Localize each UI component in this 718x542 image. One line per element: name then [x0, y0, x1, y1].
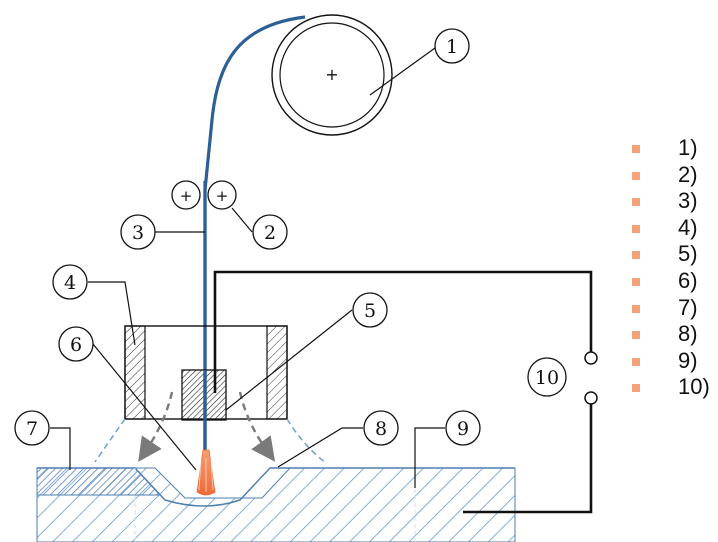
legend-item: 6): [628, 268, 718, 295]
callout-4: 4: [52, 264, 88, 300]
legend-item: 5): [628, 241, 718, 268]
svg-text:3: 3: [132, 222, 144, 244]
legend-label: 6): [678, 267, 698, 293]
callout-3: 3: [120, 214, 156, 250]
legend-label: 9): [678, 347, 698, 373]
legend-label: 4): [678, 214, 698, 240]
feed-rollers: + +: [171, 180, 237, 210]
legend-bullet: [632, 171, 640, 180]
callout-2: 2: [252, 214, 288, 250]
legend-bullet: [632, 198, 640, 207]
legend-bullet: [632, 224, 640, 233]
legend-label: 3): [678, 188, 698, 214]
svg-text:9: 9: [457, 418, 469, 440]
workpiece-surface: [37, 467, 515, 507]
callout-5: 5: [352, 292, 388, 328]
legend-item: 3): [628, 188, 718, 215]
legend-label: 5): [678, 241, 698, 267]
deposited-weld-bead: [36, 467, 162, 496]
legend-bullet: [632, 277, 640, 286]
svg-text:5: 5: [364, 300, 376, 322]
svg-text:7: 7: [26, 418, 38, 440]
svg-text:6: 6: [70, 334, 82, 356]
legend-label: 2): [678, 161, 698, 187]
legend-bullet: [632, 331, 640, 340]
callout-6: 6: [58, 326, 94, 362]
legend-item: 7): [628, 295, 718, 322]
legend-bullet: [632, 251, 640, 260]
legend-item: 8): [628, 321, 718, 348]
power-circuit: [213, 270, 598, 514]
legend-item: 9): [628, 348, 718, 375]
svg-text:2: 2: [264, 222, 276, 244]
legend-bullet: [632, 145, 640, 153]
svg-text:1: 1: [446, 36, 458, 58]
svg-text:8: 8: [375, 418, 387, 440]
leader-lines: [50, 47, 445, 488]
svg-text:+: +: [180, 187, 193, 205]
shielding-gas-flow: [94, 391, 326, 463]
legend-item: 4): [628, 215, 718, 242]
legend-item: 1): [628, 135, 718, 162]
callout-7: 7: [14, 410, 50, 446]
callout-1: 1: [434, 28, 470, 64]
callout-8: 8: [363, 410, 399, 446]
svg-text:+: +: [216, 187, 229, 205]
legend-label: 1): [678, 135, 698, 160]
callout-9: 9: [445, 410, 481, 446]
wire-spool: +: [271, 14, 393, 136]
electrode-wire: [203, 15, 306, 450]
legend-label: 10): [678, 374, 710, 400]
legend-item: 2): [628, 162, 718, 189]
legend-bullet: [632, 384, 640, 393]
legend-label: 8): [678, 321, 698, 347]
svg-text:4: 4: [64, 272, 76, 294]
callout-10: 10: [527, 357, 567, 397]
legend-list: 1) 2) 3) 4) 5) 6) 7) 8) 9) 10): [628, 135, 718, 401]
legend-item: 10): [628, 374, 718, 401]
legend-label: 7): [678, 294, 698, 320]
legend-bullet: [632, 304, 640, 313]
svg-text:+: +: [325, 65, 338, 84]
legend-bullet: [632, 357, 640, 366]
svg-text:10: 10: [535, 367, 559, 389]
